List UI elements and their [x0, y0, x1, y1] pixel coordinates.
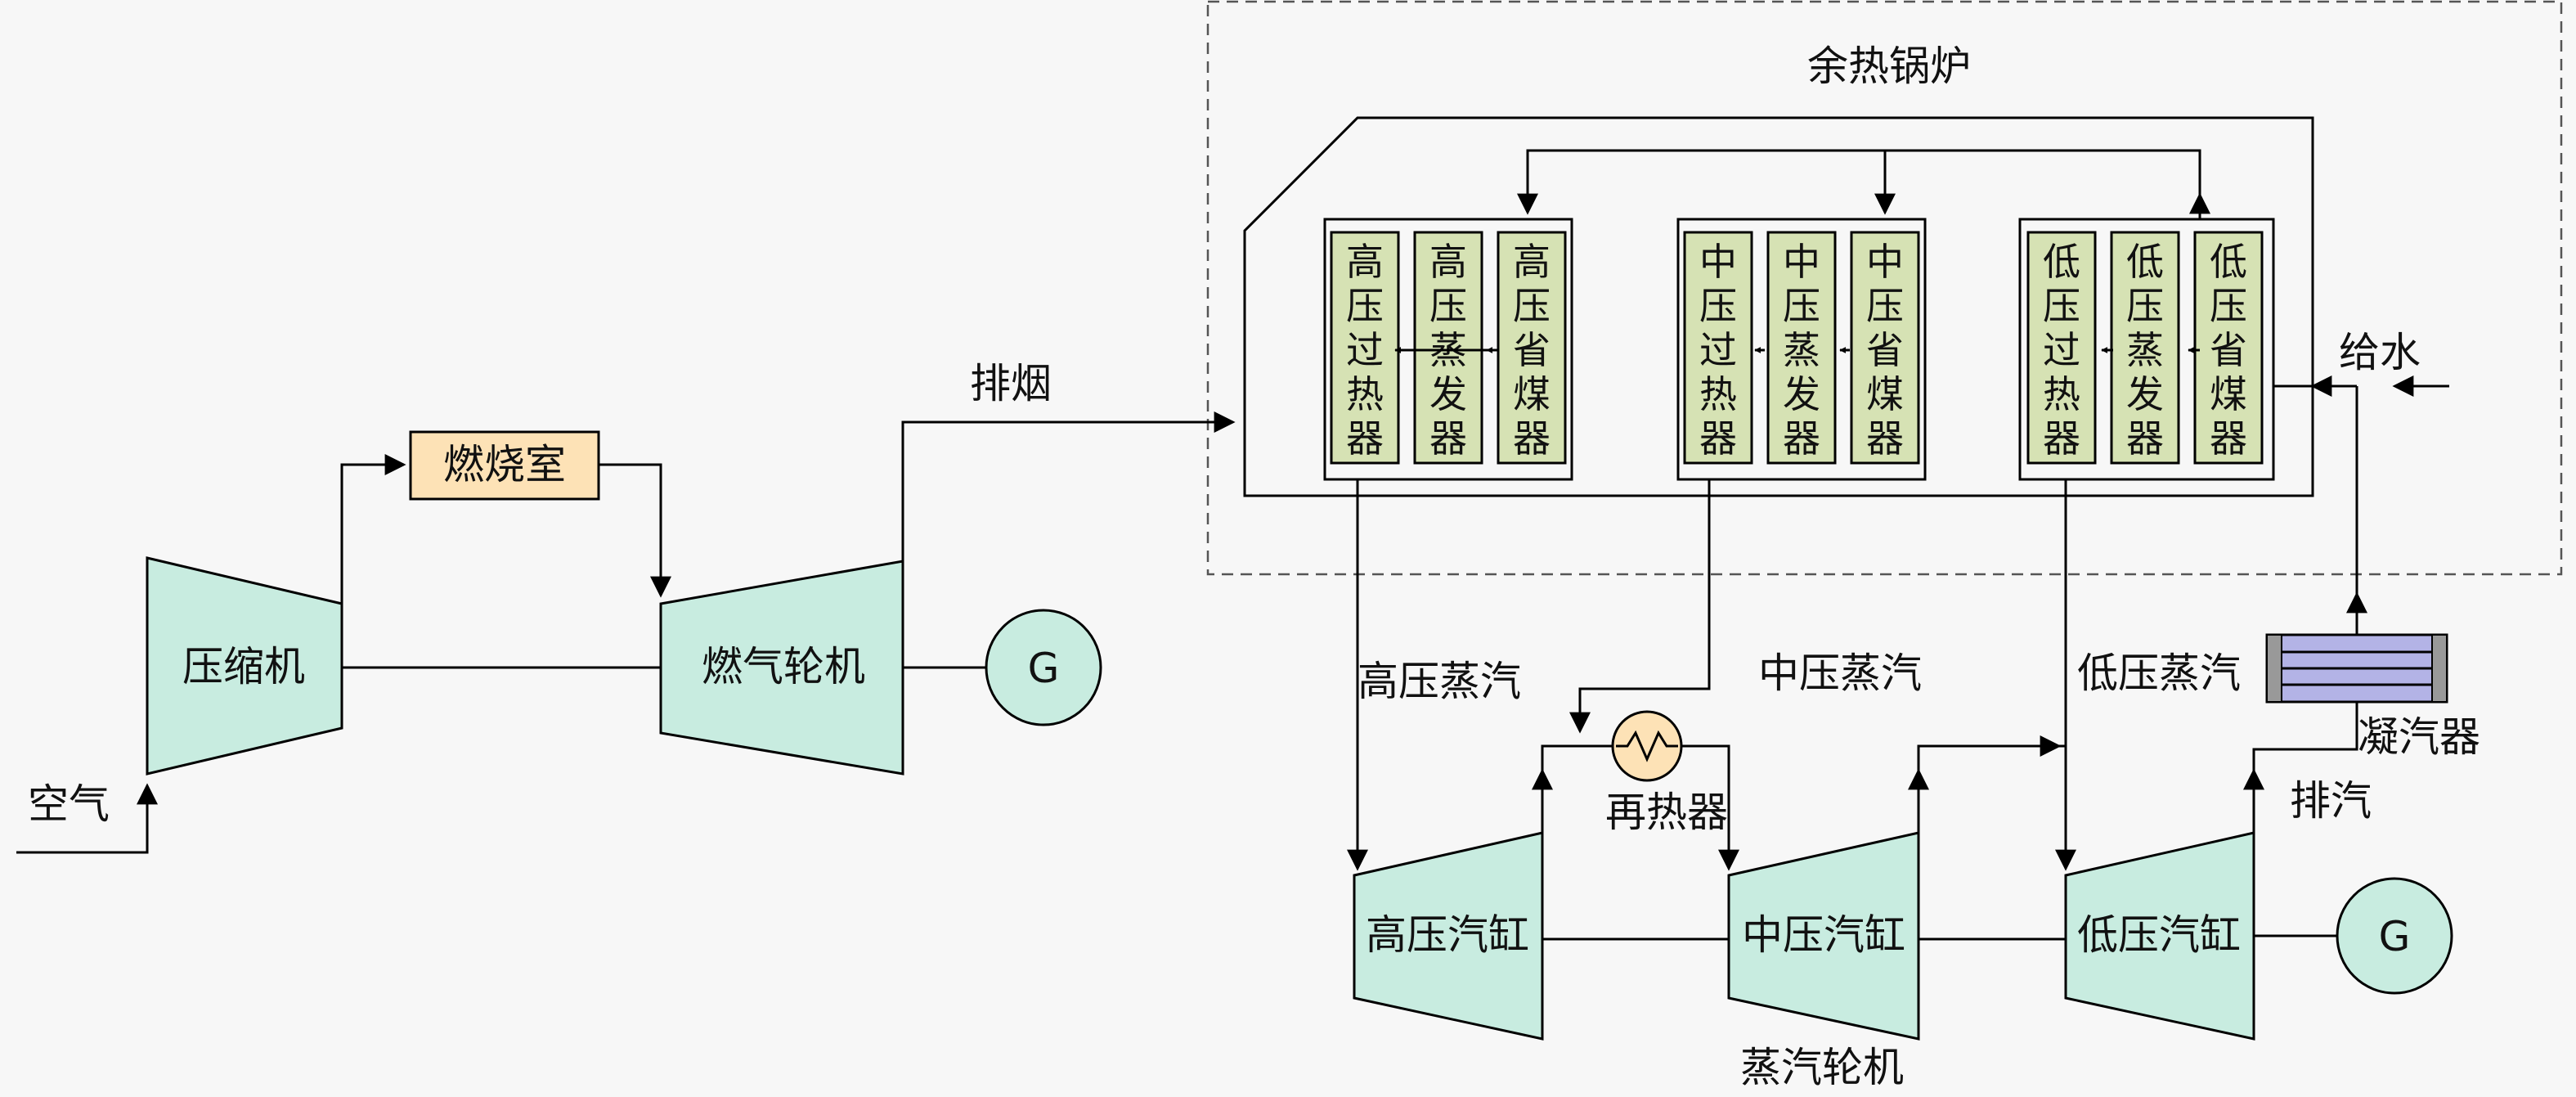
- air-label: 空气: [28, 780, 110, 828]
- lp-cylinder: [2064, 831, 2255, 1041]
- shaft-lines: [1542, 934, 2337, 941]
- ip-cylinder-label: 中压汽缸: [1742, 911, 1905, 959]
- hp-module-frame: [1323, 218, 1573, 481]
- steam-lines: [1347, 479, 2358, 871]
- gas-turbine-lines: [16, 411, 1236, 854]
- ip-cell-label-2: 中压省煤器: [1866, 240, 1904, 461]
- combustor: [409, 430, 600, 501]
- hrsg-casing: [1243, 116, 2314, 497]
- lp-cell-2: [2193, 231, 2264, 465]
- lp-cell-label-1: 低压蒸发器: [2126, 240, 2164, 461]
- feedwater-line: [2273, 375, 2449, 636]
- compressor: [146, 556, 343, 776]
- hp-cell-label-0: 高压过热器: [1346, 240, 1384, 461]
- combustor-label: 燃烧室: [443, 441, 566, 488]
- hp-cell-label-1: 高压蒸发器: [1429, 240, 1467, 461]
- hrsg-title: 余热锅炉: [1807, 43, 1971, 90]
- exhaust-gas-label: 排烟: [970, 360, 1052, 407]
- steam-turbine-label: 蒸汽轮机: [1740, 1044, 1904, 1091]
- lp-cell-label-0: 低压过热器: [2043, 240, 2080, 461]
- gas-turbine-label: 燃气轮机: [702, 643, 865, 690]
- economizer-feed-lines: [1517, 149, 2210, 219]
- ip-cell-label-1: 中压蒸发器: [1783, 240, 1820, 461]
- hp-cell-0: [1330, 231, 1400, 465]
- lp-cell-label-2: 低压省煤器: [2210, 240, 2247, 461]
- lp-cell-0: [2026, 231, 2097, 465]
- compressor-label: 压缩机: [182, 643, 305, 690]
- hp-steam-label: 高压蒸汽: [1358, 658, 1521, 705]
- exhaust-steam-label: 排汽: [2290, 777, 2372, 825]
- ip-cylinder: [1727, 831, 1920, 1041]
- lp-cylinder-label: 低压汽缸: [2077, 911, 2241, 959]
- hp-cylinder-label: 高压汽缸: [1366, 911, 1529, 959]
- reheater-label: 再热器: [1605, 789, 1728, 836]
- hrsg-cells: 高压过热器 高压蒸发器 高压省煤器 中压过热器 中压蒸发器 中压省煤器 低压过热器 低压蒸发器…: [1330, 231, 2264, 465]
- condenser-label: 凝汽器: [2358, 713, 2480, 761]
- lp-cell-1: [2110, 231, 2180, 465]
- hp-cell-2: [1497, 231, 1567, 465]
- hrsg-boundary: [1206, 0, 2563, 576]
- steam-generator-label: G: [2379, 913, 2411, 960]
- hp-cylinder: [1353, 831, 1544, 1041]
- gas-generator-label: G: [1028, 645, 1060, 692]
- feedwater-label: 给水: [2339, 329, 2421, 376]
- condenser-left-cap: [2266, 634, 2282, 703]
- lp-steam-label: 低压蒸汽: [2077, 650, 2241, 697]
- ip-cell-label-0: 中压过热器: [1699, 240, 1737, 461]
- gas-turbine: [659, 560, 904, 776]
- lp-module-frame: [2018, 218, 2275, 481]
- hp-cell-label-2: 高压省煤器: [1513, 240, 1551, 461]
- reheater-coil-icon: [1616, 730, 1678, 762]
- ip-module-frame: [1676, 218, 1927, 481]
- hp-cell-1: [1413, 231, 1483, 465]
- ip-steam-label: 中压蒸汽: [1758, 650, 1922, 697]
- condenser-right-cap: [2431, 634, 2448, 703]
- ip-cell-0: [1683, 231, 1753, 465]
- ip-cell-1: [1766, 231, 1837, 465]
- ip-cell-2: [1850, 231, 1920, 465]
